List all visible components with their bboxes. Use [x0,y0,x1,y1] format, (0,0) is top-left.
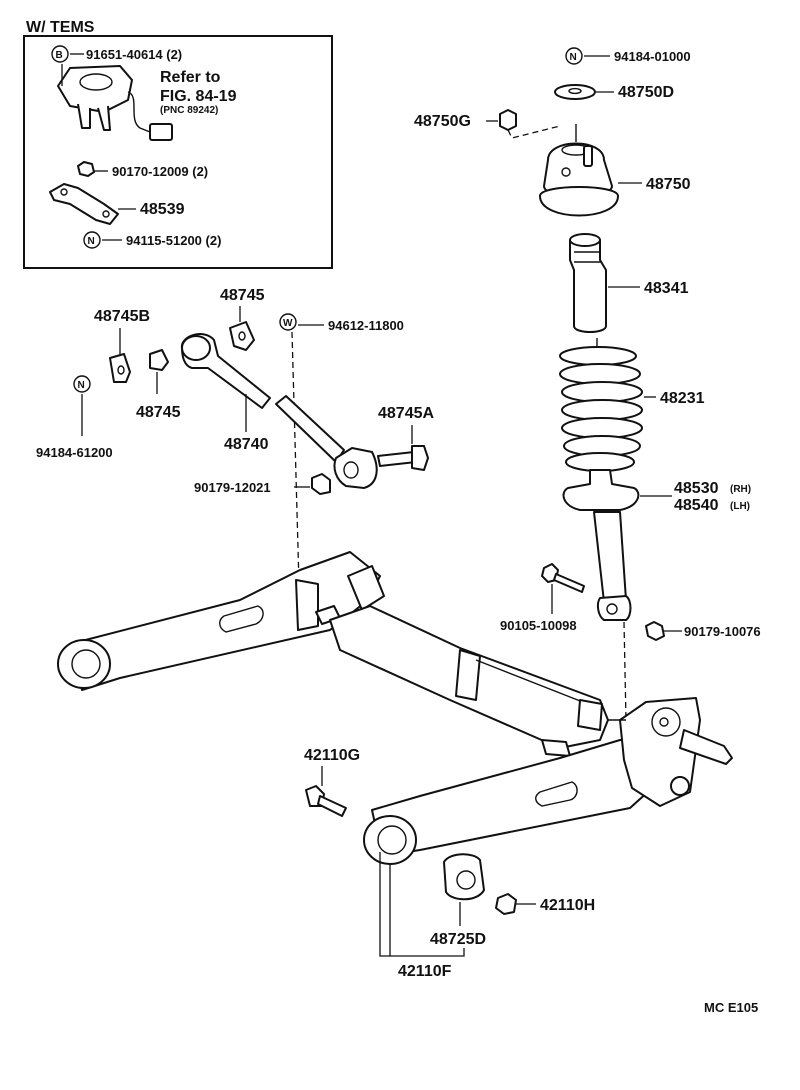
inset-bolt-symbol: B [51,45,69,63]
inset-frame [23,35,333,269]
lateral-link-group: 48745B N 94184-61200 48745 48745 W 94612… [36,287,434,621]
inset-nut-icon [77,161,95,177]
rear-axle-beam [57,551,733,865]
upper-mount-48750 [539,124,619,217]
bushing-48725d [443,853,485,901]
inset-clip-symbol: N [83,231,101,249]
label-48341: 48341 [644,280,689,297]
label-48530: 48530 [674,480,719,497]
footer-code: MC E105 [704,1000,758,1015]
label-42110f: 42110F [398,963,452,980]
refer-line-1: Refer to [160,69,221,86]
label-90105-10098: 90105-10098 [500,618,577,633]
leader-42110f [379,852,465,957]
label-48231: 48231 [660,390,705,407]
inset-tems: W/ TEMS B 91651-40614 (2) Refer to FIG. … [23,19,333,269]
refer-line-3: (PNC 89242) [160,105,218,116]
label-48750d: 48750D [618,84,674,101]
shock-absorber-48530 [562,469,640,621]
label-48539: 48539 [140,201,185,218]
coil-spring-48231 [559,338,643,472]
label-48540-side: (LH) [730,501,750,512]
label-48745-top: 48745 [220,287,265,304]
label-48745a: 48745A [378,405,434,422]
inset-bracket-icon [49,183,119,225]
right-arm-bushing [363,815,417,865]
symbol-b: B [56,50,63,61]
refer-line-2: FIG. 84-19 [160,88,237,105]
label-94612-11800: 94612-11800 [328,318,404,333]
label-42110g: 42110G [304,747,360,764]
spindle [679,729,733,765]
label-48745b: 48745B [94,308,150,325]
label-42110h: 42110H [540,897,595,914]
strut-assembly: N 94184-01000 48750D 48750G 48750 [414,47,761,721]
nut-90179-12021 [311,473,331,495]
lateral-rod-48740 [180,333,378,489]
label-48530-side: (RH) [730,484,751,495]
nut-42110h [495,893,517,915]
strut-top-nut-symbol: N [565,47,583,65]
left-arm-bushing [57,639,111,689]
bolt-90105-10098 [541,563,585,593]
bushing-48745b [109,353,131,383]
label-94115-51200: 94115-51200 (2) [126,233,221,248]
label-48750: 48750 [646,176,691,193]
washer-48750d [554,84,596,100]
symbol-n-left-text: N [78,380,85,391]
symbol-w-text: W [283,318,293,329]
tems-actuator-icon [57,64,173,141]
symbol-n-left: N [73,375,91,393]
bushing-48745-left [149,349,169,371]
inset-title: W/ TEMS [26,19,95,36]
nut-48750g [499,109,517,131]
label-91651-40614: 91651-40614 (2) [86,47,182,62]
bolt-48745a [377,445,429,471]
label-90170-12009: 90170-12009 (2) [112,164,208,179]
label-94184-01000: 94184-01000 [614,49,691,64]
label-48725d: 48725D [430,931,486,948]
bolt-42110g [305,785,347,817]
label-90179-10076: 90179-10076 [684,624,761,639]
label-48750g: 48750G [414,113,471,130]
bump-stop-48341 [569,233,607,333]
symbol-w: W [279,313,297,331]
symbol-n-top: N [570,52,577,63]
label-48745-low: 48745 [136,404,181,421]
axle-hardware: 42110G 48725D 42110H 42110F [304,747,595,980]
nut-90179-10076 [645,621,665,641]
symbol-n: N [88,236,95,247]
bushing-48745-top [229,321,255,351]
label-48540: 48540 [674,497,719,514]
label-94184-61200: 94184-61200 [36,445,113,460]
label-48740: 48740 [224,436,269,453]
label-90179-12021: 90179-12021 [194,480,271,495]
